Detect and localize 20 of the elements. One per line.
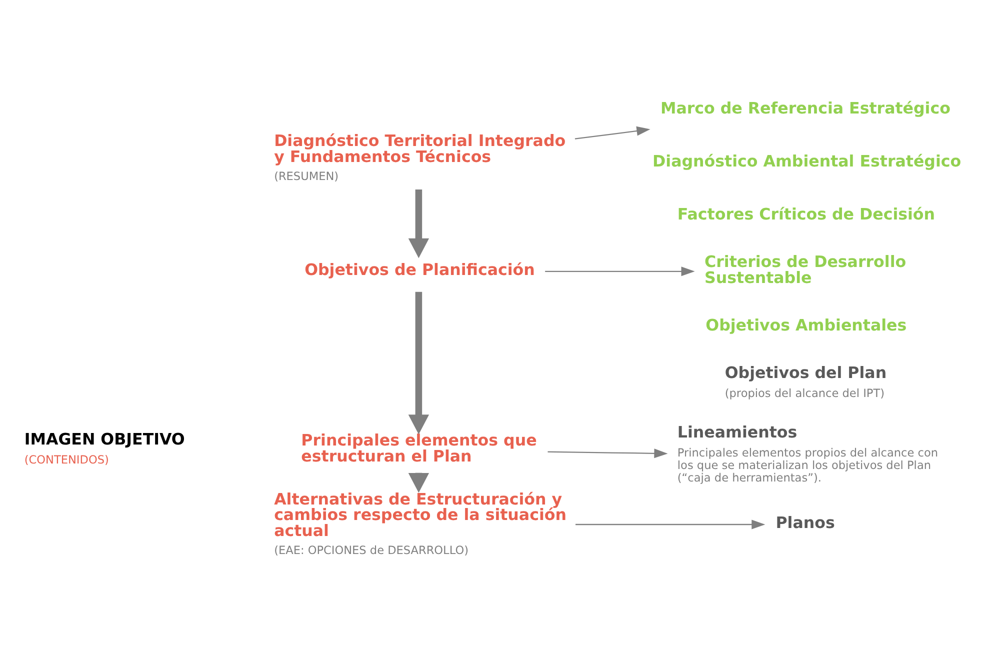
arrow: [408, 472, 430, 492]
arrow: [408, 291, 430, 434]
node-text: Factores Críticos de Decisión: [677, 204, 936, 224]
node-text: Principales elementos que estructuran el Plan: [301, 430, 537, 465]
node-text: Diagnóstico Territorial Integrado y Fundamentos Técnicos (RESUMEN): [274, 130, 566, 182]
node-text: Alternativas de Estructuración y cambios respecto de la situación actual (EAE: OPCIONES de DESARROLLO): [274, 488, 566, 556]
node-text: Planos: [776, 512, 835, 532]
arrow: [548, 448, 668, 458]
node-text: Criterios de Desarrollo Sustentable: [704, 252, 906, 286]
node-text: Objetivos del Plan (propios del alcance del IPT): [724, 362, 887, 400]
node-text: Objetivos de Planificación: [304, 260, 535, 279]
node-text: Diagnóstico Ambiental Estratégico: [652, 151, 962, 170]
node-text: IMAGEN OBJETIVO (CONTENIDOS): [24, 429, 185, 466]
arrow: [545, 266, 695, 276]
arrow: [576, 519, 766, 529]
arrow: [408, 189, 430, 258]
node-text: Objetivos Ambientales: [706, 314, 907, 334]
node-text: Lineamientos Principales elementos propios del alcance con los que se materializan los objetivos del Plan (“caja de herramientas”).: [677, 422, 938, 484]
arrow: [574, 126, 650, 139]
node-text: Marco de Referencia Estratégico: [660, 98, 950, 117]
